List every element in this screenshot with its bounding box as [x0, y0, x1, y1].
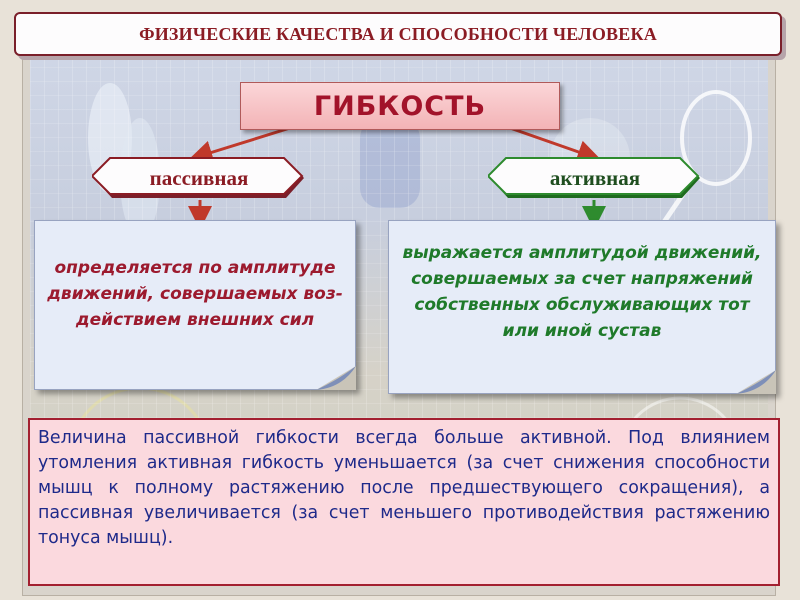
hexagon-shape: [92, 157, 304, 198]
concept-title-box: ГИБКОСТЬ: [240, 82, 560, 130]
page-curl-icon: [316, 366, 356, 390]
active-label-box: активная: [488, 156, 702, 200]
page-curl-icon: [736, 370, 776, 394]
concept-title: ГИБКОСТЬ: [313, 90, 487, 122]
active-description: выражается амплитудой движений, совершае…: [402, 243, 762, 341]
passive-label-box: пассивная: [92, 156, 306, 200]
active-label: активная: [549, 165, 641, 190]
active-description-card: выражается амплитудой движений, совершае…: [388, 220, 776, 394]
header-title: ФИЗИЧЕСКИЕ КАЧЕСТВА И СПОСОБНОСТИ ЧЕЛОВЕ…: [139, 23, 657, 44]
hexagon-shape: [488, 157, 700, 198]
arrow-to-active: [509, 126, 602, 164]
note-box: Величина пассивной гибкости всегда больш…: [28, 418, 780, 586]
passive-description-card: определяется по амплитуде движений, сове…: [34, 220, 356, 390]
slide-header: ФИЗИЧЕСКИЕ КАЧЕСТВА И СПОСОБНОСТИ ЧЕЛОВЕ…: [14, 12, 782, 56]
passive-description: определяется по амплитуде движений, сове…: [47, 258, 343, 330]
note-text: Величина пассивной гибкости всегда больш…: [38, 428, 770, 548]
passive-label: пассивная: [149, 165, 249, 190]
arrow-to-passive: [188, 126, 291, 164]
